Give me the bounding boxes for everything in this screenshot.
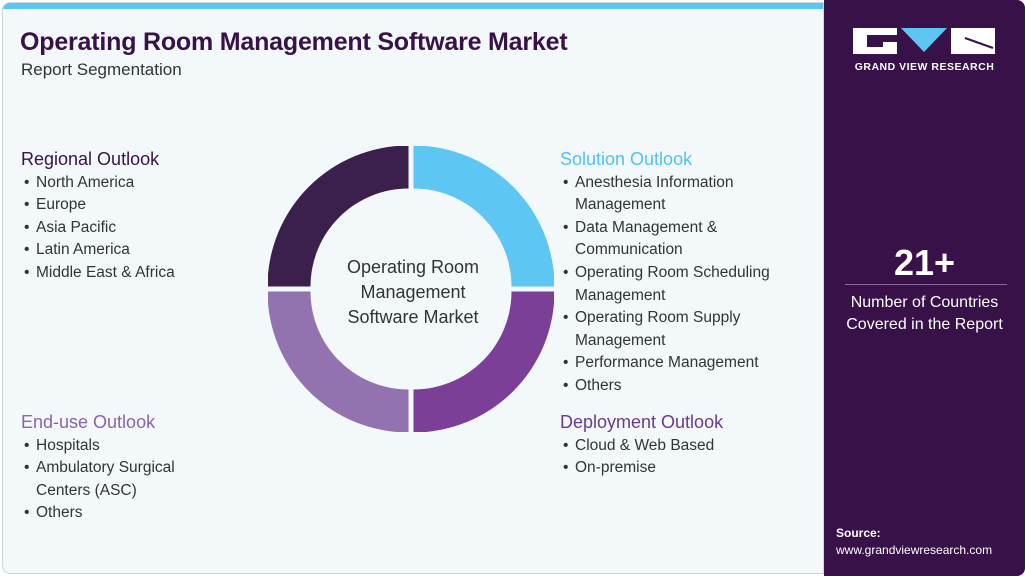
accent-bar (3, 3, 823, 9)
list-item: On-premise (560, 457, 790, 480)
solution-title: Solution Outlook (560, 149, 693, 169)
item-list: Anesthesia Information ManagementData Ma… (560, 172, 815, 398)
list-item: Data Management & Communication (560, 217, 815, 262)
stat-value: 21+ (893, 242, 956, 283)
list-item: Operating Room Scheduling Management (560, 262, 815, 307)
regional-outlook: Regional OutlookNorth AmericaEuropeAsia … (21, 148, 251, 285)
list-item: Europe (21, 194, 251, 217)
brand-name: GRAND VIEW RESEARCH (854, 61, 995, 73)
divider (845, 284, 1007, 285)
center-line: Software Market (347, 307, 479, 327)
source: Source: www.grandviewresearch.com (836, 525, 992, 559)
deployment-outlook: Deployment OutlookCloud & Web BasedOn-pr… (560, 411, 790, 480)
list-item: Latin America (21, 239, 251, 262)
enduse-outlook: End-use OutlookHospitalsAmbulatory Surgi… (21, 411, 221, 525)
enduse-title: End-use Outlook (21, 412, 156, 432)
item-list: Cloud & Web BasedOn-premise (560, 435, 790, 480)
list-item: Ambulatory Surgical Centers (ASC) (21, 457, 221, 502)
item-list: HospitalsAmbulatory Surgical Centers (AS… (21, 435, 221, 525)
segment-deployment (413, 291, 554, 432)
source-url[interactable]: www.grandviewresearch.com (836, 543, 993, 557)
center-line: Operating Room (346, 257, 480, 277)
list-item: Hospitals (21, 435, 221, 458)
list-item: Operating Room Supply Management (560, 307, 815, 352)
brand-sidebar (824, 0, 1025, 576)
segment-donut (268, 146, 554, 432)
gvr-logo-icon (853, 28, 995, 54)
list-item: Middle East & Africa (21, 262, 251, 285)
page-title: Operating Room Management Software Marke… (20, 28, 568, 56)
list-item: Anesthesia Information Management (560, 172, 815, 217)
segment-enduse (268, 291, 409, 432)
list-item: Performance Management (560, 352, 815, 375)
list-item: Others (21, 502, 221, 525)
regional-title: Regional Outlook (21, 149, 160, 169)
list-item: Others (560, 375, 815, 398)
stat-label: Number of Countries Covered in the Repor… (846, 294, 1003, 333)
list-item: Cloud & Web Based (560, 435, 790, 458)
list-item: Asia Pacific (21, 217, 251, 240)
list-item: North America (21, 172, 251, 195)
item-list: North AmericaEuropeAsia PacificLatin Ame… (21, 172, 251, 285)
segment-solution (413, 146, 554, 287)
source-label: Source: (836, 526, 881, 540)
center-line: Management (360, 282, 466, 302)
solution-outlook: Solution OutlookAnesthesia Information M… (560, 148, 815, 398)
deployment-title: Deployment Outlook (560, 412, 724, 432)
page-subtitle: Report Segmentation (21, 60, 182, 79)
donut-center-label: Operating Room Management Software Marke… (318, 255, 508, 330)
segment-regional (268, 146, 409, 287)
